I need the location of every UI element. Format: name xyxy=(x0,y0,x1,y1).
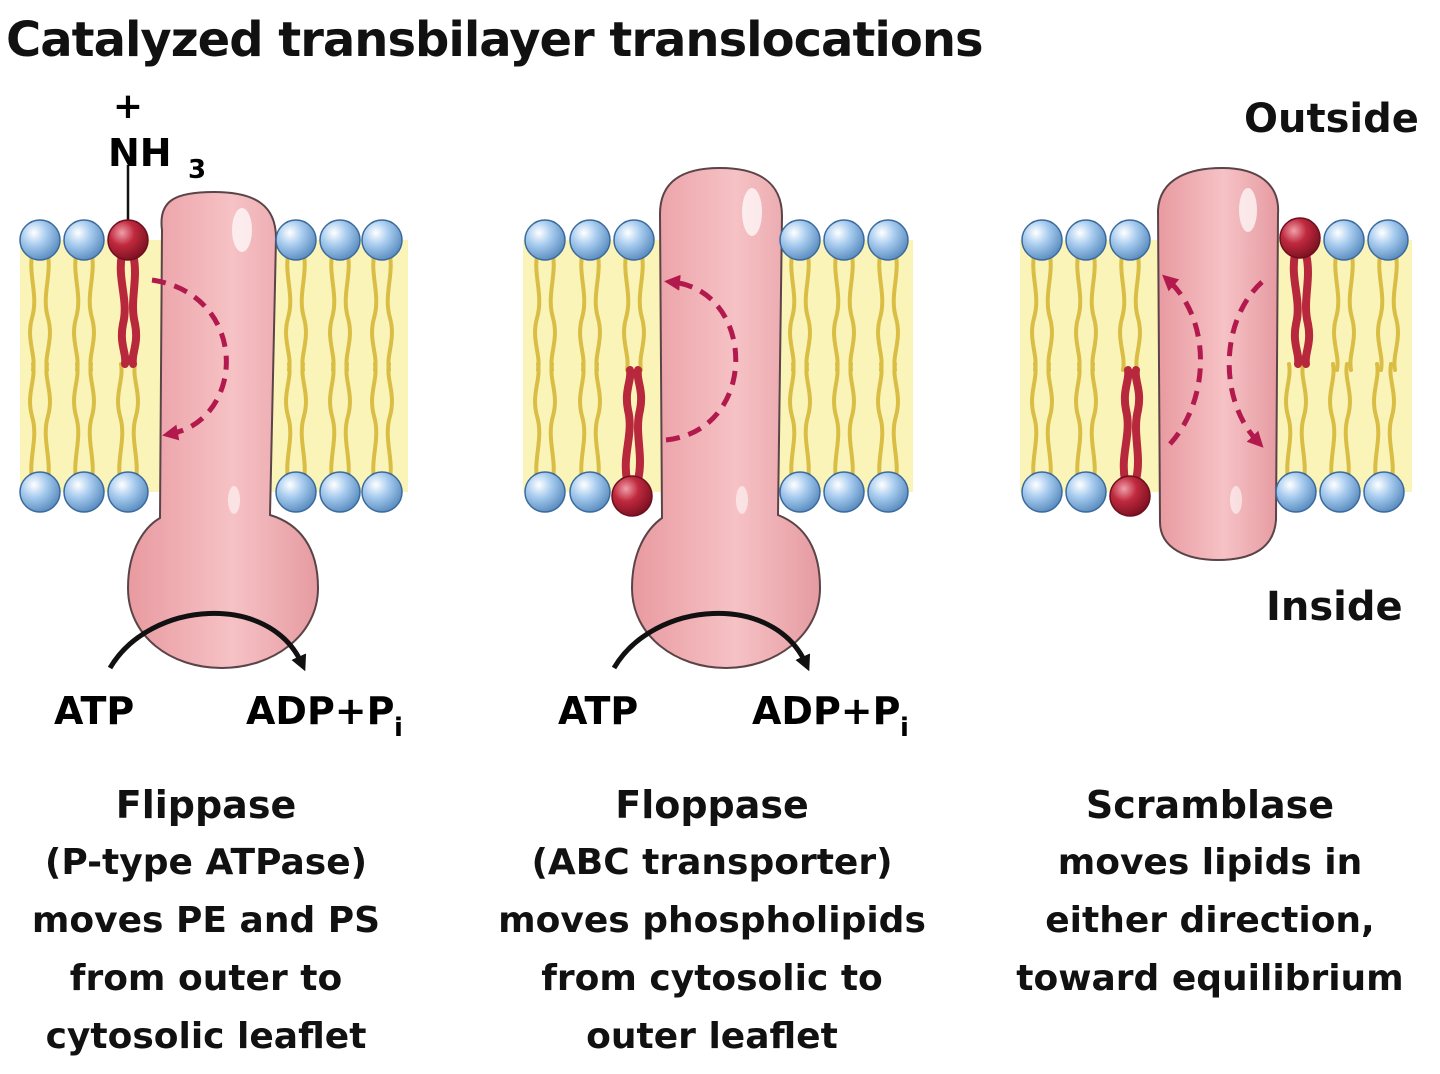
floppase-adp-label: ADP+P xyxy=(752,689,901,733)
flippase-atp-label: ATP xyxy=(54,689,134,733)
outside-label: Outside xyxy=(1244,96,1419,142)
floppase-line-3: from cytosolic to xyxy=(541,958,883,999)
atp-hydrolysis-arrow xyxy=(107,610,307,672)
floppase-name: Floppase xyxy=(615,783,809,827)
floppase-atp-label: ATP xyxy=(558,689,638,733)
ammonium-subscript: 3 xyxy=(188,155,206,185)
floppase-line-2: moves phospholipids xyxy=(498,900,926,941)
scramblase-panel xyxy=(1020,166,1412,562)
flippase-line-4: cytosolic leaflet xyxy=(45,1016,367,1057)
flippase-pi-subscript: i xyxy=(394,713,403,743)
flippase-line-1: (P-type ATPase) xyxy=(44,842,368,883)
ammonium-formula: NH xyxy=(108,131,172,175)
floppase-line-4: outer leaflet xyxy=(586,1016,838,1057)
flippase-line-2: moves PE and PS xyxy=(31,900,381,941)
scramblase-line-1: moves lipids in xyxy=(1057,842,1363,883)
flippase-name: Flippase xyxy=(115,783,297,827)
flippase-caption: Flippase (P-type ATPase) moves PE and PS… xyxy=(0,776,426,1066)
flippase-protein xyxy=(126,190,320,670)
scramblase-name: Scramblase xyxy=(1085,783,1335,827)
flip-direction-arrow xyxy=(151,277,229,441)
flippase-panel xyxy=(19,165,408,672)
flop-direction-arrow xyxy=(664,274,739,443)
ammonium-charge: + xyxy=(113,86,143,127)
floppase-protein xyxy=(630,166,822,670)
scramblase-line-2: either direction, xyxy=(1045,900,1375,941)
floppase-line-1: (ABC transporter) xyxy=(531,842,893,883)
scramblase-caption: Scramblase moves lipids in either direct… xyxy=(990,776,1430,1008)
inside-label: Inside xyxy=(1266,584,1403,630)
floppase-caption: Floppase (ABC transporter) moves phospho… xyxy=(492,776,932,1066)
scramblase-line-3: toward equilibrium xyxy=(1016,958,1404,999)
floppase-panel xyxy=(523,166,913,672)
flippase-adp-label: ADP+P xyxy=(246,689,395,733)
flippase-line-3: from outer to xyxy=(69,958,343,999)
scramblase-protein xyxy=(1156,166,1280,562)
atp-hydrolysis-arrow xyxy=(611,610,811,672)
diagram-title: Catalyzed transbilayer translocations xyxy=(6,12,984,68)
floppase-pi-subscript: i xyxy=(900,713,909,743)
